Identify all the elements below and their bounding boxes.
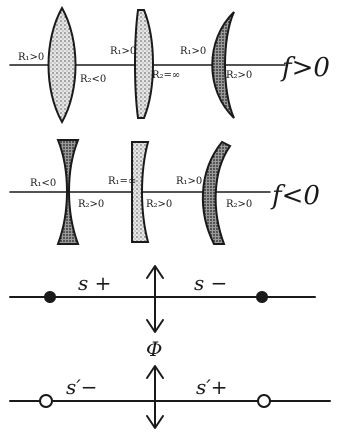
converging-lenses-row: R₁>0 R₂<0 R₁>0 R₂=∞ R₁>0 R₂>0 f>0 xyxy=(9,5,330,125)
converging-focal-label: f>0 xyxy=(280,53,330,83)
lens5-r2-label: R₂>0 xyxy=(146,199,172,210)
lens2-r1-label: R₁>0 xyxy=(110,46,136,57)
lens1-r2-label: R₂<0 xyxy=(80,74,106,85)
object-side-convention: s + s − xyxy=(9,265,316,333)
lens6-r2-label: R₂>0 xyxy=(226,199,252,210)
lens3-r2-label: R₂>0 xyxy=(226,70,252,81)
lens2-r2-label: R₂=∞ xyxy=(152,70,180,81)
negative-meniscus-lens xyxy=(201,140,232,245)
lens4-r2-label: R₂>0 xyxy=(78,199,104,210)
object-distance-left-label: s + xyxy=(78,271,111,295)
object-point-right xyxy=(256,291,268,303)
lens6-r1-label: R₁>0 xyxy=(176,176,202,187)
positive-meniscus-lens xyxy=(211,11,235,119)
lens1-r1-label: R₁>0 xyxy=(18,52,44,63)
image-point-right xyxy=(257,394,271,408)
diverging-focal-label: f<0 xyxy=(270,181,320,211)
biconcave-lens xyxy=(56,139,80,245)
object-lens-up-arrow xyxy=(146,265,164,279)
image-side-convention: s′− s′+ xyxy=(9,365,331,429)
plano-concave-lens xyxy=(131,141,150,243)
object-lens-down-arrow xyxy=(146,319,164,333)
optical-power-symbol: Φ xyxy=(146,337,162,361)
plano-convex-lens xyxy=(134,9,154,119)
lens5-r1-label: R₁=∞ xyxy=(108,176,136,187)
image-distance-left-label: s′− xyxy=(66,375,98,399)
image-lens-down-arrow xyxy=(146,415,164,429)
object-distance-right-label: s − xyxy=(194,271,227,295)
image-distance-right-label: s′+ xyxy=(196,375,228,399)
lens3-r1-label: R₁>0 xyxy=(180,46,206,57)
image-point-left xyxy=(39,394,53,408)
diverging-lenses-row: R₁<0 R₂>0 R₁=∞ R₂>0 R₁>0 R₂>0 f<0 xyxy=(9,139,320,245)
object-point-left xyxy=(44,291,56,303)
lens4-r1-label: R₁<0 xyxy=(30,178,56,189)
image-lens-up-arrow xyxy=(146,365,164,379)
biconvex-lens xyxy=(47,5,77,125)
